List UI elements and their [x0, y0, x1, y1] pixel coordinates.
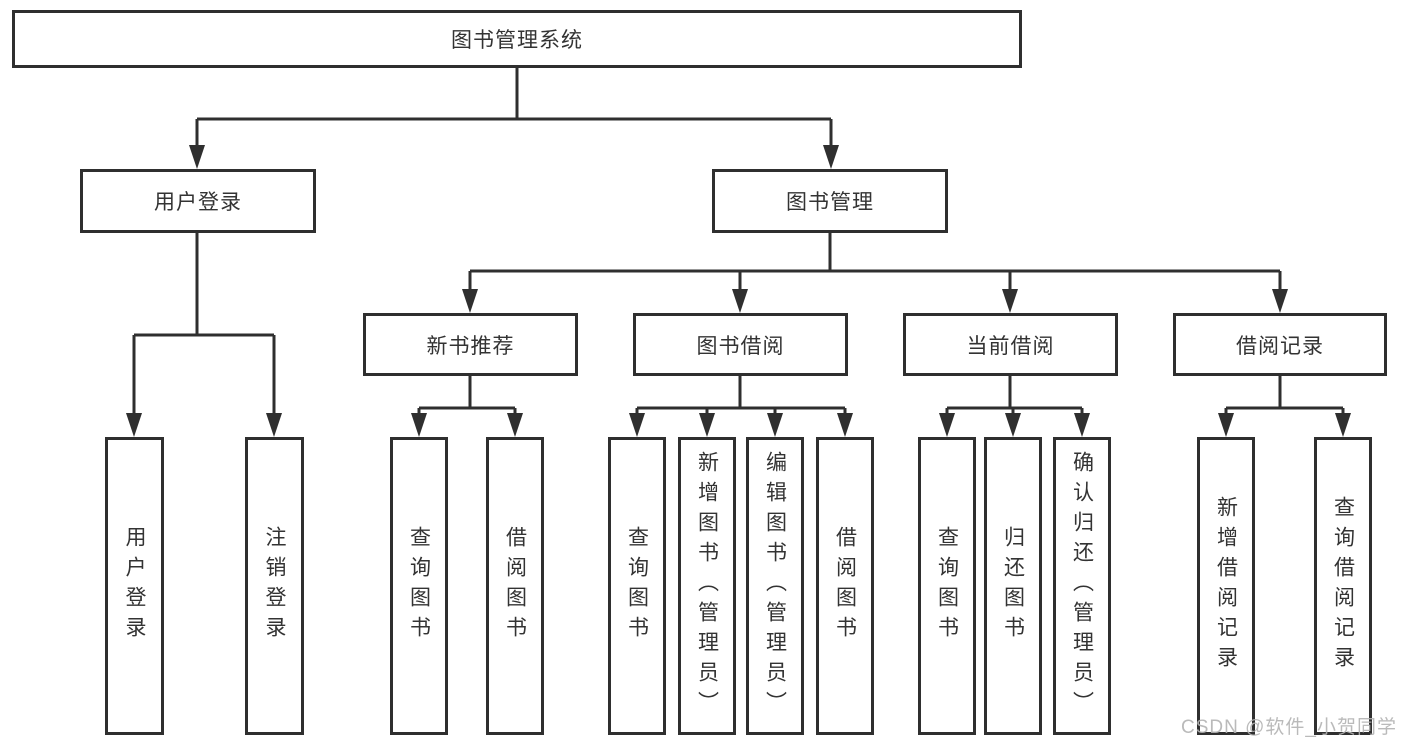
leaf-borrow-books-recommend: 借阅图书 — [486, 437, 544, 735]
leaf-add-books-admin: 新增图书（管理员） — [678, 437, 736, 735]
node-root-system: 图书管理系统 — [12, 10, 1022, 68]
node-user-login: 用户登录 — [80, 169, 316, 233]
node-borrow-records: 借阅记录 — [1173, 313, 1387, 376]
leaf-edit-books-admin: 编辑图书（管理员） — [746, 437, 804, 735]
node-book-management: 图书管理 — [712, 169, 948, 233]
leaf-logout: 注销登录 — [245, 437, 304, 735]
leaf-query-borrow-record: 查询借阅记录 — [1314, 437, 1372, 735]
leaf-add-borrow-record: 新增借阅记录 — [1197, 437, 1255, 735]
leaf-return-books: 归还图书 — [984, 437, 1042, 735]
leaf-query-books-borrow: 查询图书 — [608, 437, 666, 735]
leaf-user-login: 用户登录 — [105, 437, 164, 735]
leaf-borrow-books: 借阅图书 — [816, 437, 874, 735]
leaf-query-books-current: 查询图书 — [918, 437, 976, 735]
node-new-book-recommend: 新书推荐 — [363, 313, 578, 376]
leaf-query-books-recommend: 查询图书 — [390, 437, 448, 735]
csdn-watermark: CSDN @软件_小贺同学 — [1181, 717, 1397, 738]
node-current-borrow: 当前借阅 — [903, 313, 1118, 376]
node-book-borrow: 图书借阅 — [633, 313, 848, 376]
arrowhead-icons — [126, 145, 1351, 437]
leaf-confirm-return-admin: 确认归还（管理员） — [1053, 437, 1111, 735]
